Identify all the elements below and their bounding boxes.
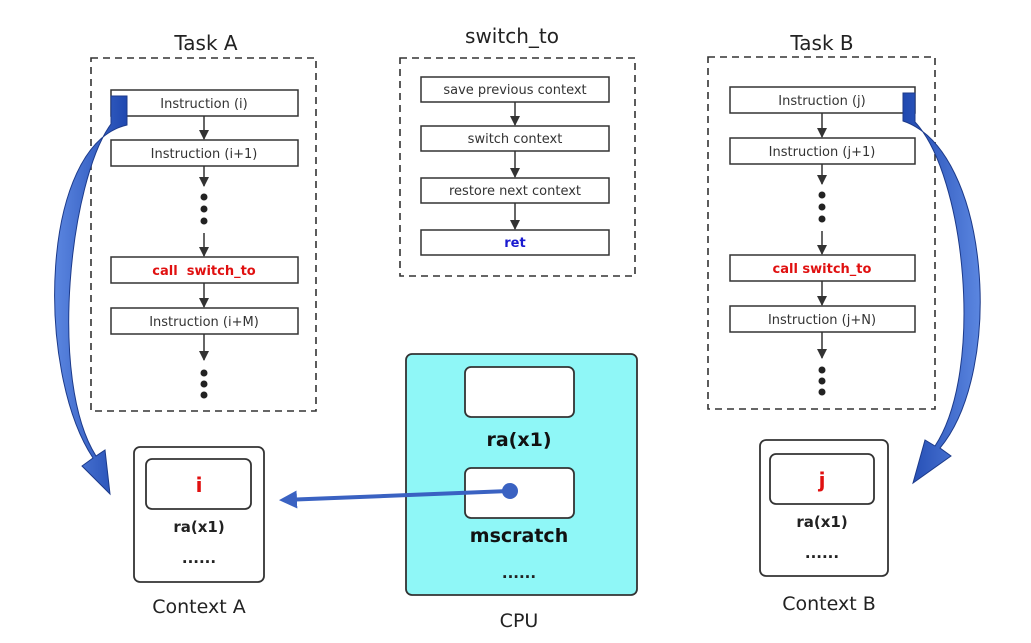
context-b-value: j: [818, 468, 826, 492]
context-a-more: ......: [182, 549, 216, 567]
task-b-ellipsis-1: [818, 191, 826, 223]
switch-to-step-save[interactable]: save previous context: [420, 76, 610, 103]
switch-to-step-ret-label: ret: [504, 236, 525, 251]
task-b-save-curve-arrow: [902, 92, 981, 485]
context-b-group: j ra(x1) ...... Context B: [759, 439, 889, 615]
context-b-register: ra(x1): [796, 513, 847, 531]
task-b-call-switch-to-label: call switch_to: [773, 262, 872, 277]
task-b-instruction-1-label: Instruction (j): [778, 94, 865, 109]
switch-to-step-restore-label: restore next context: [449, 184, 581, 199]
task-a-call-switch-to-label: call switch_to: [152, 264, 256, 279]
cpu-group: ra(x1) mscratch ...... CPU: [405, 353, 638, 632]
task-a-group: Task A Instruction (i) Instruction (i+1)…: [90, 31, 317, 412]
context-b-more: ......: [805, 544, 839, 562]
context-b-slot: [769, 453, 875, 505]
context-a-slot: [145, 458, 252, 510]
task-b-title: Task B: [789, 31, 853, 55]
task-b-ellipsis-2: [818, 366, 826, 396]
task-b-instruction-2-label: Instruction (j+1): [769, 145, 876, 160]
task-a-instruction-1-label: Instruction (i): [160, 97, 247, 112]
context-a-value: i: [196, 473, 203, 497]
task-a-instruction-4-label: Instruction (i+M): [149, 315, 259, 330]
switch-to-step-switch-label: switch context: [468, 132, 563, 147]
switch-to-step-ret[interactable]: ret: [420, 229, 610, 256]
task-a-frame: [90, 57, 317, 412]
task-a-instruction-1[interactable]: Instruction (i): [110, 89, 299, 117]
mscratch-pointer-arrow: [279, 483, 518, 509]
context-a-register: ra(x1): [173, 518, 224, 536]
cpu-register-mscratch-label: mscratch: [470, 525, 568, 547]
task-b-instruction-1[interactable]: Instruction (j): [729, 86, 916, 114]
task-b-instruction-4[interactable]: Instruction (j+N): [729, 305, 916, 333]
task-b-instruction-4-label: Instruction (j+N): [768, 313, 876, 328]
task-a-ellipsis-2: [200, 369, 208, 399]
task-a-instruction-2-label: Instruction (i+1): [151, 147, 258, 162]
switch-to-step-save-label: save previous context: [443, 83, 586, 98]
switch-to-title: switch_to: [465, 24, 559, 48]
cpu-register-ra-label: ra(x1): [486, 429, 551, 451]
switch-to-frame: [399, 57, 636, 277]
task-b-instruction-2[interactable]: Instruction (j+1): [729, 137, 916, 165]
task-a-ellipsis-1: [200, 193, 208, 225]
task-a-instruction-4[interactable]: Instruction (i+M): [110, 307, 299, 335]
cpu-more: ......: [502, 564, 536, 582]
context-b-title: Context B: [782, 593, 876, 615]
switch-to-step-restore[interactable]: restore next context: [420, 177, 610, 204]
cpu-register-ra-slot: [464, 366, 575, 418]
context-a-title: Context A: [152, 596, 245, 618]
task-a-save-curve-arrow: [54, 95, 128, 496]
task-a-call-switch-to[interactable]: call switch_to: [110, 256, 299, 284]
cpu-title: CPU: [500, 610, 539, 632]
task-b-call-switch-to[interactable]: call switch_to: [729, 254, 916, 282]
task-a-instruction-2[interactable]: Instruction (i+1): [110, 139, 299, 167]
context-a-group: i ra(x1) ...... Context A: [133, 446, 265, 618]
task-b-group: Task B Instruction (j) Instruction (j+1)…: [707, 31, 936, 410]
task-b-frame: [707, 56, 936, 410]
task-a-title: Task A: [173, 31, 238, 55]
switch-to-step-switch[interactable]: switch context: [420, 125, 610, 152]
switch-to-group: switch_to save previous context switch c…: [399, 24, 636, 277]
